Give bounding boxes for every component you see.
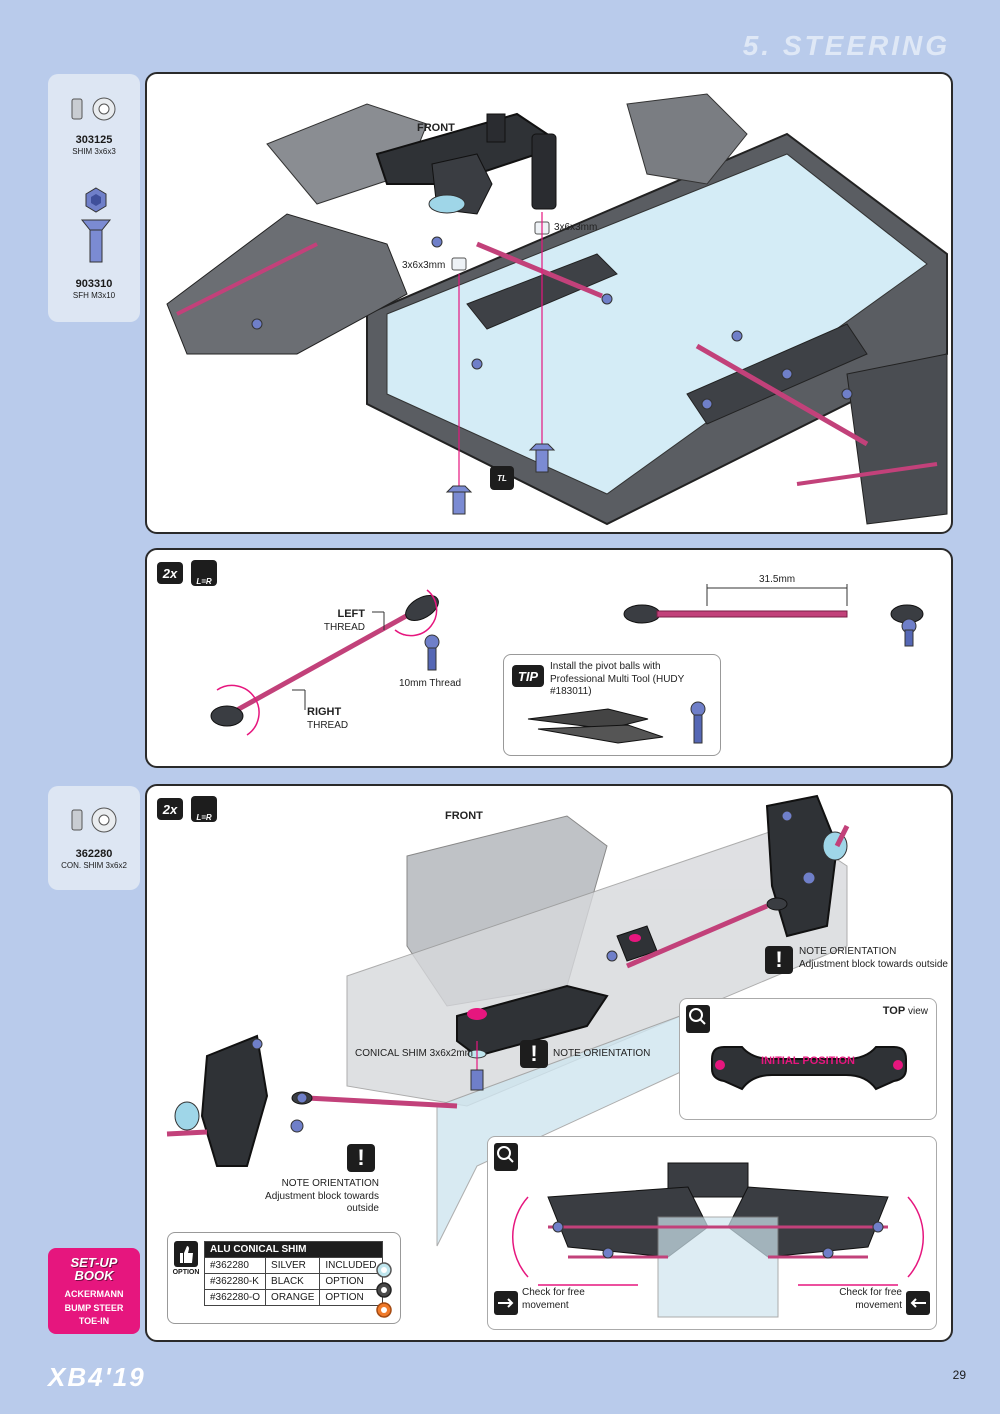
part-desc: SFH M3x10: [72, 291, 116, 300]
setup-book-title: SET-UP BOOK: [48, 1248, 140, 1282]
warning-icon: !: [520, 1040, 548, 1068]
shim-icon: [71, 97, 116, 121]
initial-position-label: INITIAL POSITION: [761, 1055, 855, 1067]
setup-book-tab[interactable]: SET-UP BOOK ACKERMANN BUMP STEER TOE-IN: [48, 1248, 140, 1334]
product-logo: XB4'19: [48, 1362, 146, 1392]
shim-callout: 3x6x3mm: [554, 222, 598, 233]
table-cell: #362280: [203, 1257, 267, 1274]
right-thread-sub: THREAD: [307, 719, 349, 731]
check-free-left: Check for free movement: [522, 1287, 585, 1311]
quantity-badge: 2x: [157, 798, 183, 820]
top-view-rest: view: [905, 1006, 928, 1017]
table-row: #362280-K BLACK OPTION: [203, 1273, 383, 1290]
option-table: ALU CONICAL SHIM #362280 SILVER INCLUDED…: [203, 1241, 383, 1306]
left-right-badge: L=R: [191, 560, 217, 586]
front-label: FRONT: [417, 122, 455, 134]
table-row: #362280 SILVER INCLUDED: [203, 1257, 383, 1274]
free-movement-detail: Check for free movement Check for free m…: [487, 1136, 937, 1330]
detail-magnifier-icon: [686, 1005, 710, 1033]
setup-item: TOE-IN: [78, 1316, 110, 1326]
note-text: Adjustment block towards outside: [265, 1190, 379, 1215]
setup-book-title-line: SET-UP: [70, 1255, 118, 1270]
part-desc: CON. SHIM 3x6x2: [61, 861, 127, 870]
warning-icon: !: [347, 1144, 375, 1172]
table-row: #362280-O ORANGE OPTION: [203, 1289, 383, 1306]
table-cell: ORANGE: [265, 1289, 321, 1306]
check-free-right: Check for free movement: [839, 1287, 902, 1311]
note-title: NOTE ORIENTATION: [281, 1178, 379, 1189]
part-code: 303125: [75, 134, 113, 146]
page-number: 29: [952, 1368, 966, 1382]
left-thread-title: LEFT: [337, 608, 366, 620]
front-assembly-illustration: [166, 794, 850, 1247]
table-cell: OPTION: [319, 1289, 383, 1306]
tool-badge: TL: [490, 466, 514, 490]
table-cell: OPTION: [319, 1273, 383, 1290]
dimension-label: 31.5mm: [759, 574, 796, 585]
note-orientation-center: NOTE ORIENTATION: [553, 1048, 651, 1059]
front-view-illustration: [511, 1162, 925, 1318]
parts-bag-panel3: 362280 CON. SHIM 3x6x2: [48, 786, 140, 890]
top-view-detail: TOP view INITIAL POSITION: [679, 998, 937, 1120]
rod-illustration: [210, 584, 924, 736]
table-cell: INCLUDED: [319, 1257, 383, 1274]
top-view-bold: TOP: [882, 1005, 906, 1017]
option-table-header: ALU CONICAL SHIM: [204, 1241, 383, 1258]
step-panel-servo-saver: FRONT 3x6x3mm 3x6x3mm TL: [145, 72, 953, 534]
note-text: Adjustment block towards outside: [799, 958, 948, 970]
right-thread-title: RIGHT: [307, 706, 342, 718]
part-code: 362280: [75, 848, 113, 860]
shim-callout: 3x6x3mm: [402, 260, 446, 271]
step-panel-steering-assembly: 2x L=R FRONT ! NO: [145, 784, 953, 1342]
detail-magnifier-icon: [494, 1143, 518, 1171]
parts-bag-panel1: 303125 SHIM 3x6x3 903310 SFH M3x10: [48, 74, 140, 322]
section-title: 5. STEERING: [742, 30, 950, 61]
conical-shim-icon: [71, 807, 117, 833]
step-panel-steering-rods: 2x L=R LEFT THREAD RIGHT THREAD 10mm Thr…: [145, 548, 953, 768]
warning-icon: !: [765, 946, 793, 974]
left-right-badge: L=R: [191, 796, 217, 822]
quantity-badge: 2x: [157, 562, 183, 584]
table-cell: #362280-O: [203, 1289, 267, 1306]
tip-text: Install the pivot balls with Professiona…: [550, 661, 685, 697]
left-thread-label: LEFT THREAD: [305, 608, 365, 634]
part-desc: SHIM 3x6x3: [72, 147, 116, 156]
part-code: 903310: [75, 278, 113, 290]
front-label: FRONT: [445, 810, 483, 822]
check-movement-icon: [906, 1291, 930, 1315]
option-box: OPTION ALU CONICAL SHIM #362280 SILVER I…: [167, 1232, 401, 1324]
note-title: NOTE ORIENTATION: [799, 946, 897, 957]
tip-badge: TIP: [512, 665, 544, 687]
conical-shim-callout: CONICAL SHIM 3x6x2mm: [355, 1048, 473, 1059]
setup-book-title-line: BOOK: [74, 1268, 114, 1283]
tip-box: TIP Install the pivot balls with Profess…: [503, 654, 721, 756]
note-orientation-left: NOTE ORIENTATION Adjustment block toward…: [239, 1178, 379, 1216]
table-cell: SILVER: [265, 1257, 321, 1274]
screw-icon: [80, 187, 112, 263]
shim-color-swatches: [376, 1262, 392, 1318]
table-cell: BLACK: [265, 1273, 321, 1290]
check-movement-icon: [494, 1291, 518, 1315]
setup-item: BUMP STEER: [64, 1302, 124, 1313]
right-thread-label: RIGHT THREAD: [307, 706, 348, 732]
multi-tool-icon: [527, 701, 706, 744]
table-cell: #362280-K: [203, 1273, 267, 1290]
ball-thread-label: 10mm Thread: [399, 678, 462, 689]
note-orientation-right: NOTE ORIENTATION Adjustment block toward…: [799, 946, 948, 971]
top-view-label: TOP view: [883, 1005, 928, 1019]
thumbs-up-icon: [174, 1241, 198, 1267]
servo-saver-top-view: [711, 1046, 907, 1091]
left-thread-sub: THREAD: [323, 621, 365, 633]
chassis-illustration: [166, 93, 948, 526]
option-label: OPTION: [172, 1269, 200, 1276]
setup-item: ACKERMANN: [64, 1289, 124, 1299]
